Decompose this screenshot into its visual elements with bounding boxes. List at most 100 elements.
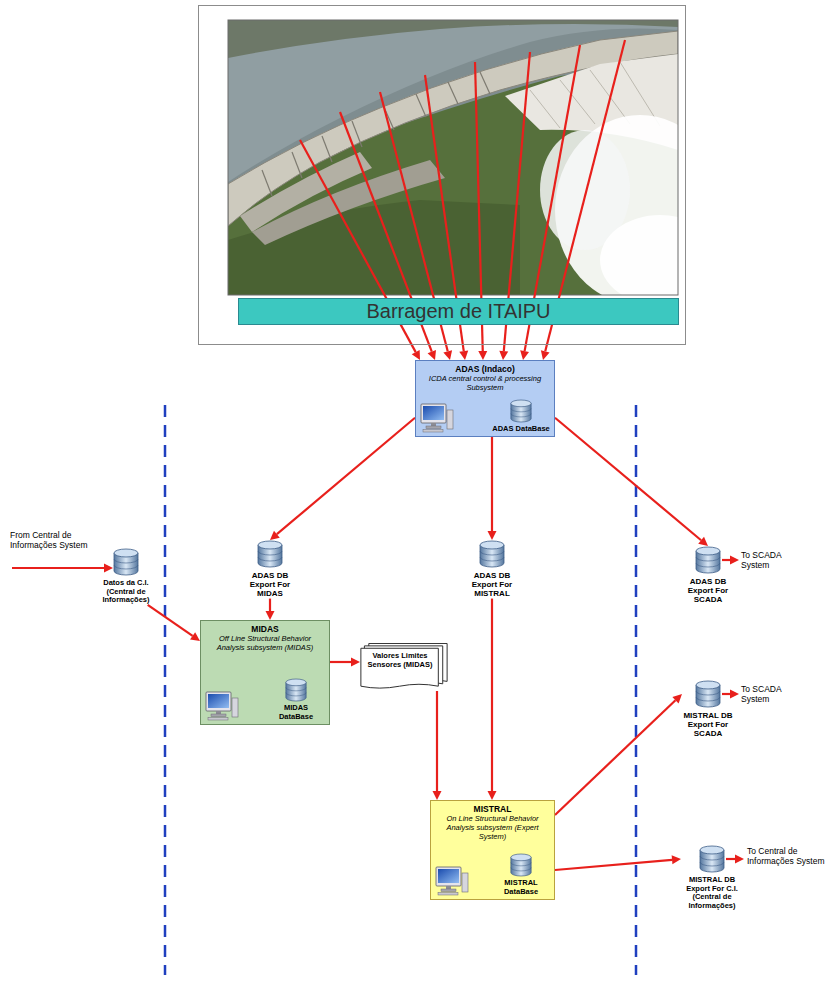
subsystem-box: ADAS (Indaco)ICDA central control & proc… bbox=[415, 360, 555, 437]
connector-line bbox=[269, 599, 271, 611]
graphic-part bbox=[232, 698, 238, 717]
database-caption: MISTRAL DB Export For SCADA bbox=[682, 711, 734, 739]
arrow-head bbox=[672, 694, 682, 703]
graphic-part bbox=[420, 403, 454, 433]
database-icon bbox=[285, 678, 307, 702]
arrow-head bbox=[459, 350, 468, 360]
graphic-part bbox=[258, 551, 282, 561]
arrow-head bbox=[443, 350, 452, 360]
box-subtitle: ICDA central control & processing Subsys… bbox=[420, 374, 550, 392]
graphic-part bbox=[206, 692, 231, 711]
database-label: MISTRAL DataBase bbox=[492, 878, 550, 896]
connector-line bbox=[491, 437, 493, 531]
arrow-head bbox=[541, 350, 550, 360]
graphic-part bbox=[438, 869, 459, 883]
graphic-part bbox=[722, 559, 730, 561]
box-title: MIDAS bbox=[205, 624, 325, 634]
box-subtitle: Off Line Structural Behavior Analysis su… bbox=[205, 634, 325, 652]
graphic-part bbox=[438, 893, 458, 896]
graphic-part bbox=[700, 856, 724, 866]
graphic-part bbox=[722, 693, 730, 695]
database-node: MISTRAL DB Export For C.I. (Central de I… bbox=[681, 845, 743, 911]
graphic-part bbox=[104, 564, 113, 573]
connector-arrow bbox=[433, 691, 442, 800]
connector-arrow bbox=[488, 437, 497, 540]
graphic-part bbox=[480, 551, 504, 561]
graphic-part bbox=[560, 80, 595, 124]
box-subtitle: On Line Structural Behavior Analysis sub… bbox=[435, 814, 550, 841]
connector-arrow bbox=[555, 418, 708, 546]
database-icon bbox=[510, 853, 532, 877]
arrow-head bbox=[488, 531, 497, 540]
graphic-part bbox=[286, 679, 306, 686]
system-label: To SCADA System bbox=[741, 550, 803, 570]
photo-caption-band: Barragem de ITAIPU bbox=[238, 298, 679, 325]
graphic-part bbox=[448, 82, 458, 104]
graphic-part bbox=[352, 121, 362, 147]
photo-frame: Barragem de ITAIPU bbox=[198, 5, 686, 345]
graphic-part bbox=[114, 559, 138, 569]
graphic-part bbox=[421, 404, 446, 423]
database-caption: ADAS DB Export For MISTRAL bbox=[466, 571, 518, 599]
computer-icon bbox=[205, 691, 239, 721]
graphic-part bbox=[480, 72, 490, 94]
external-arrows bbox=[12, 556, 744, 864]
graphic-part bbox=[262, 72, 490, 196]
arrow-head bbox=[270, 531, 280, 540]
icon-row: MISTRAL DataBase bbox=[435, 850, 550, 896]
computer-icon bbox=[420, 403, 454, 433]
database-caption: ADAS DB Export For SCADA bbox=[682, 577, 734, 605]
graphic-part bbox=[530, 90, 560, 128]
connector-arrow bbox=[266, 599, 275, 620]
arrow-head bbox=[520, 350, 529, 360]
system-label: To Central de Informações System bbox=[747, 846, 825, 866]
arrow-head bbox=[266, 611, 275, 620]
graphic-part bbox=[262, 170, 272, 196]
database-caption: MISTRAL DB Export For C.I. (Central de I… bbox=[681, 876, 743, 911]
graphic-part bbox=[696, 547, 720, 555]
arrow-head bbox=[412, 350, 420, 360]
boundary-dashed-line bbox=[164, 405, 167, 975]
graphic-part bbox=[431, 423, 436, 426]
connector-arrow bbox=[148, 605, 200, 641]
database-node: ADAS DB Export For MISTRAL bbox=[466, 540, 518, 599]
database-caption: Datos da C.I. (Central de Informações) bbox=[95, 579, 157, 605]
graphic-part bbox=[211, 714, 226, 717]
database-label: MIDAS DataBase bbox=[267, 703, 325, 721]
connector-line bbox=[436, 691, 438, 791]
database-node: ADAS DB Export For SCADA bbox=[682, 546, 734, 605]
arrow-head bbox=[698, 537, 708, 546]
graphic-part bbox=[696, 691, 720, 701]
graphic-part bbox=[208, 718, 228, 721]
graphic-part bbox=[12, 567, 104, 569]
graphic-part bbox=[205, 691, 239, 721]
photo-border bbox=[228, 20, 678, 295]
graphic-part bbox=[480, 541, 504, 549]
graphic-part bbox=[735, 855, 744, 864]
dam-photo bbox=[228, 20, 678, 295]
arrow-head bbox=[351, 658, 360, 667]
database-column: MISTRAL DataBase bbox=[492, 853, 550, 896]
connector-line bbox=[555, 700, 675, 815]
arrow-head bbox=[672, 855, 681, 864]
graphic-part bbox=[462, 873, 468, 892]
graphic-part bbox=[695, 680, 721, 708]
graphic-part bbox=[441, 889, 456, 892]
database-icon bbox=[113, 548, 139, 576]
connector-line bbox=[148, 605, 193, 636]
graphic-part bbox=[699, 845, 725, 873]
arrow-head bbox=[433, 791, 442, 800]
graphic-part bbox=[700, 846, 724, 854]
connector-line bbox=[555, 860, 672, 870]
graphic-part bbox=[696, 557, 720, 567]
graphic-part bbox=[730, 556, 739, 565]
system-label: From Central de Informações System bbox=[10, 530, 94, 550]
connector-arrow bbox=[270, 418, 415, 540]
graphic-part bbox=[292, 152, 302, 178]
document-label: Valores Limites Sensores (MIDAS) bbox=[364, 651, 436, 669]
graphic-part bbox=[435, 866, 469, 896]
box-title: MISTRAL bbox=[435, 804, 550, 814]
connector-arrow bbox=[330, 658, 360, 667]
database-icon bbox=[695, 680, 721, 708]
